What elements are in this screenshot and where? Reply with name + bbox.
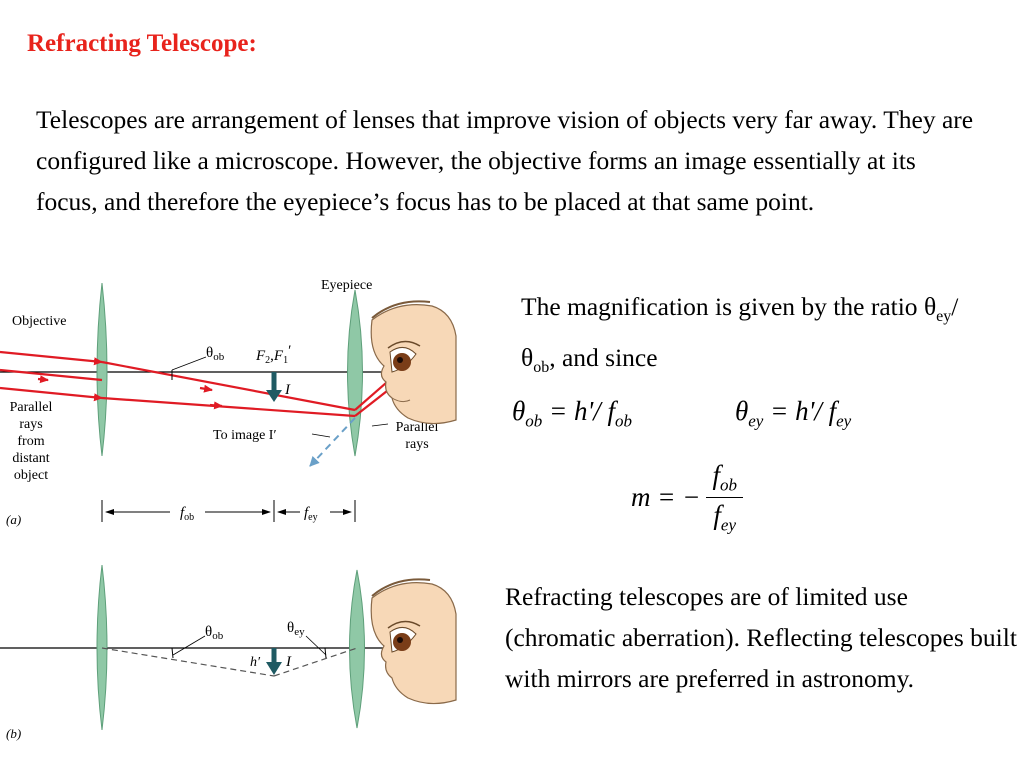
angle-marker-b1 [171, 647, 174, 659]
fraction: fob fey [706, 460, 743, 536]
image-label-a: I [284, 382, 291, 398]
incident-ray-mid [0, 368, 103, 382]
incident-ray-arrow [37, 375, 49, 384]
equation-magnification: m = − fob fey [631, 460, 743, 536]
equation-theta-ob: θob = h'/ fob [512, 396, 633, 431]
magnification-text: The magnification is given by the ratio … [521, 292, 959, 377]
telescope-diagram: Objective Eyepiece θob F2,F1′ I Parallel… [0, 278, 457, 741]
to-image-leader [311, 433, 331, 438]
panel-a: Objective Eyepiece θob F2,F1′ I Parallel… [0, 278, 457, 527]
svg-text:from: from [17, 434, 44, 449]
svg-text:rays: rays [19, 417, 42, 432]
image-arrow-head [266, 390, 282, 402]
panel-b: θob θey h′ I (b) [0, 564, 457, 741]
theta-ey-label-b: θey [287, 620, 305, 638]
refracted-ray-arrow [199, 384, 213, 393]
refracted-ray-arrow-2 [209, 401, 223, 410]
h-prime-label: h′ [250, 655, 261, 670]
to-image-label: To image I′ [213, 428, 277, 443]
construction-line-1 [101, 647, 275, 677]
virtual-ray [309, 417, 356, 467]
construction-line-2 [273, 647, 358, 677]
theta-leader-b1 [172, 635, 206, 656]
focal-points-label: F2,F1′ [255, 343, 291, 366]
refracted-ray-1 [101, 360, 356, 412]
parallel-rays-distant-label: Parallel rays from distant object [10, 400, 53, 483]
eyepiece-label: Eyepiece [321, 278, 372, 293]
objective-label: Objective [12, 314, 66, 329]
image-arrow-head-b [266, 662, 282, 675]
image-label-b: I [285, 654, 292, 670]
equation-theta-ey: θey = h'/ fey [735, 396, 852, 431]
refracted-ray-2 [101, 396, 356, 418]
theta-ob-label-a: θob [206, 345, 225, 363]
incident-ray-top [0, 350, 103, 366]
svg-text:object: object [14, 468, 48, 483]
conclusion-paragraph: Refracting telescopes are of limited use… [505, 582, 1017, 693]
theta-leader-b2 [305, 635, 327, 656]
eyepiece-lens-b [349, 569, 365, 729]
panel-b-label: (b) [6, 726, 21, 741]
svg-text:Parallel: Parallel [10, 400, 53, 415]
theta-ob-label-b: θob [205, 624, 224, 642]
angle-marker-b2 [324, 647, 327, 659]
svg-text:rays: rays [405, 437, 428, 452]
objective-lens [96, 282, 108, 457]
eye-icon [370, 300, 457, 425]
theta-leader-a [171, 356, 207, 371]
panel-a-label: (a) [6, 512, 21, 527]
intro-paragraph: Telescopes are arrangement of lenses tha… [36, 105, 974, 216]
eye-icon [370, 578, 457, 705]
svg-text:distant: distant [12, 451, 49, 466]
fey-label: fey [304, 505, 318, 523]
parallel-rays-leader [371, 423, 389, 427]
fob-label: fob [180, 505, 194, 523]
objective-lens-b [96, 564, 108, 731]
incident-ray-bottom [0, 386, 103, 402]
parallel-rays-label: Parallel rays [396, 420, 439, 452]
slide-title: Refracting Telescope: [27, 30, 257, 57]
eyepiece-lens [347, 289, 363, 457]
